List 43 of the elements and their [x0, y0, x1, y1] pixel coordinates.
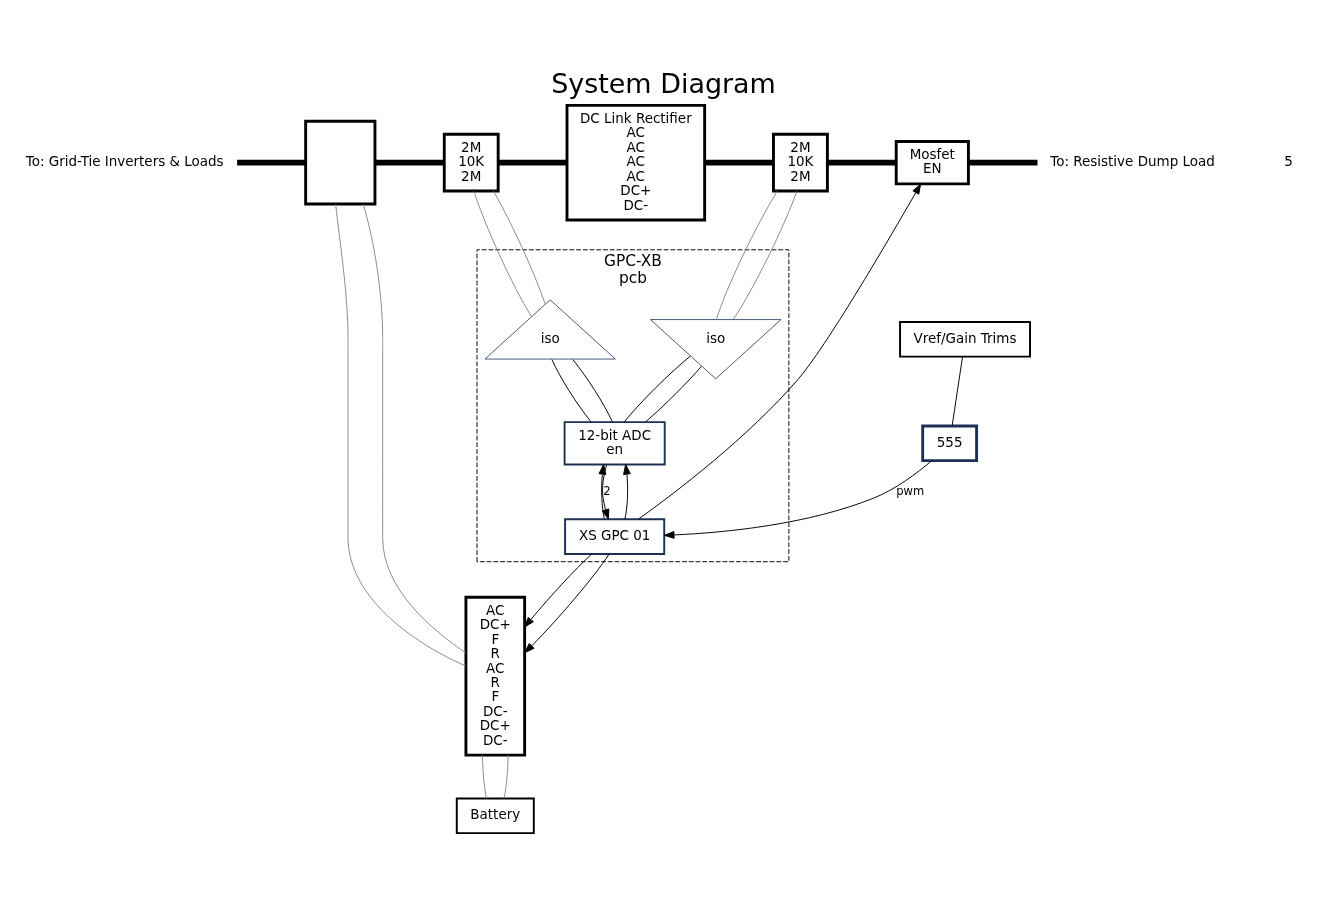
arrow — [524, 553, 610, 654]
connector — [498, 159, 567, 166]
node-box — [304, 119, 377, 206]
arrow — [598, 464, 607, 520]
connector — [335, 203, 467, 667]
connector — [968, 159, 1038, 166]
arrow — [524, 553, 592, 628]
connector — [493, 190, 546, 305]
edge-label: 2 — [603, 483, 611, 498]
diagram-title: System Diagram — [551, 68, 776, 100]
connector — [704, 159, 774, 166]
node-box: 2M 10K 2M — [442, 132, 500, 193]
node-box: Mosfet EN — [894, 140, 970, 186]
node-text: To: Resistive Dump Load — [1050, 153, 1215, 170]
connector — [827, 159, 896, 166]
node-box: 12-bit ADC en — [563, 421, 666, 466]
connector — [951, 356, 964, 427]
connector — [645, 365, 702, 423]
label: 5 — [1284, 153, 1293, 170]
node-text: To: Grid-Tie Inverters & Loads — [25, 153, 224, 170]
connector — [503, 754, 509, 799]
arrow — [663, 460, 933, 539]
node-box: 555 — [921, 424, 979, 463]
connector — [732, 190, 798, 320]
connector — [623, 355, 691, 423]
node-box: Vref/Gain Trims — [899, 321, 1031, 358]
node-box: Battery — [455, 797, 535, 835]
edge-label: pwm — [896, 483, 925, 498]
connector — [473, 190, 532, 318]
connector — [572, 359, 613, 423]
arrow — [623, 464, 631, 520]
arrow — [601, 464, 610, 520]
arrow — [637, 183, 922, 520]
node-box: XS GPC 01 — [564, 518, 666, 555]
node-box: 2M 10K 2M — [772, 132, 829, 193]
connector — [481, 754, 487, 799]
connector — [237, 159, 306, 166]
node-box: AC DC+ F R AC R F DC- DC+ DC- — [464, 595, 527, 757]
connector — [362, 203, 467, 654]
connector — [715, 190, 778, 320]
connector — [551, 359, 592, 423]
connector — [375, 159, 445, 166]
node-box: DC Link Rectifier AC AC AC AC DC+ DC- — [565, 103, 707, 222]
